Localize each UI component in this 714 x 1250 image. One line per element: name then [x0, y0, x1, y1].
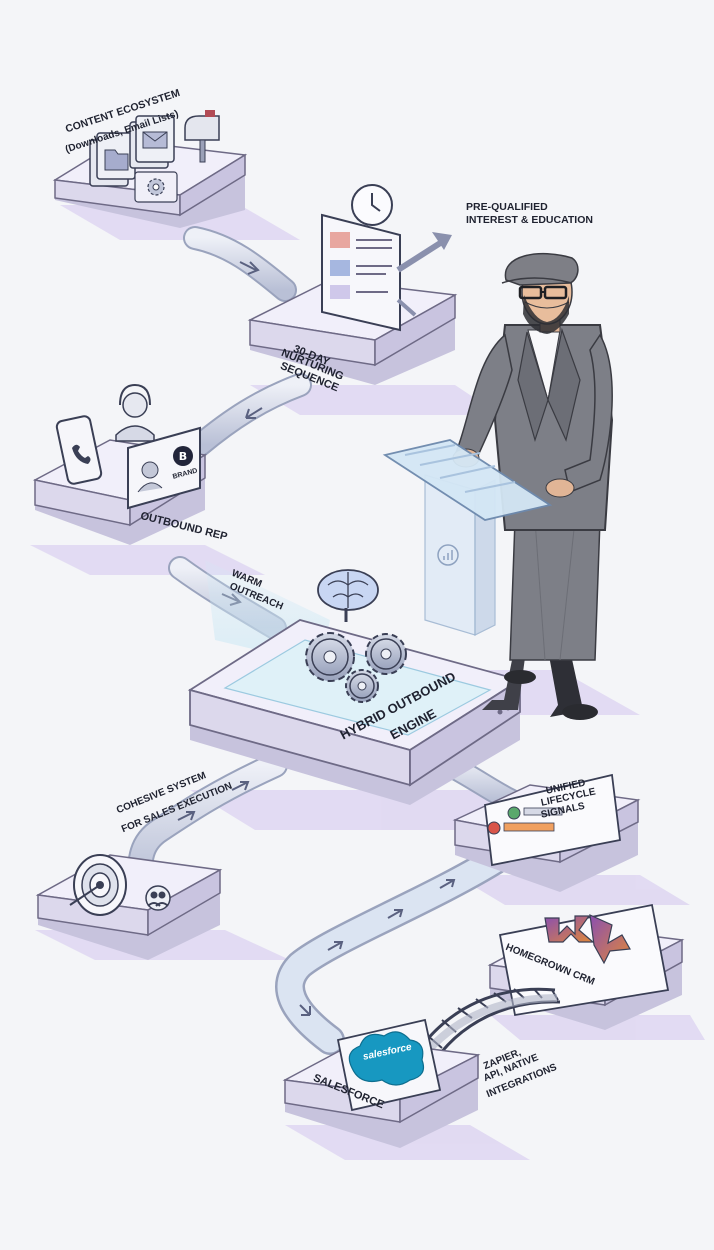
email-icon [129, 115, 175, 169]
pipe-nurture-to-rep [188, 373, 312, 457]
target-icon [69, 854, 127, 916]
pipe-content-to-nurture [183, 226, 297, 302]
folder-icon [89, 132, 136, 187]
brain-icon [317, 569, 379, 622]
phone-icon [55, 415, 103, 485]
crm-card [498, 903, 670, 1017]
gear-icon [134, 171, 178, 203]
users-icon [145, 885, 171, 911]
interest-line1: PRE-QUALIFIED [466, 201, 548, 213]
person-shoe-right [562, 704, 598, 720]
touch-tablet[interactable] [382, 439, 553, 521]
svg-text:B: B [179, 450, 187, 463]
engine-platform [187, 619, 523, 805]
salesforce-logo-card [336, 1018, 442, 1112]
brand-card: B [127, 426, 201, 510]
headset-icon [115, 383, 155, 442]
interest-line2: INTEREST & EDUCATION [466, 214, 593, 226]
gears-icon [305, 632, 407, 703]
clock-icon [351, 184, 393, 226]
pipe-signals-to-salesforce [275, 845, 510, 1055]
person-shoe-left [504, 670, 536, 684]
bridge-icon [413, 987, 561, 1069]
sequence-screen [321, 213, 401, 332]
arrow-up-right-icon [396, 232, 452, 317]
mailbox-icon [184, 110, 220, 163]
signals-card [484, 773, 621, 867]
